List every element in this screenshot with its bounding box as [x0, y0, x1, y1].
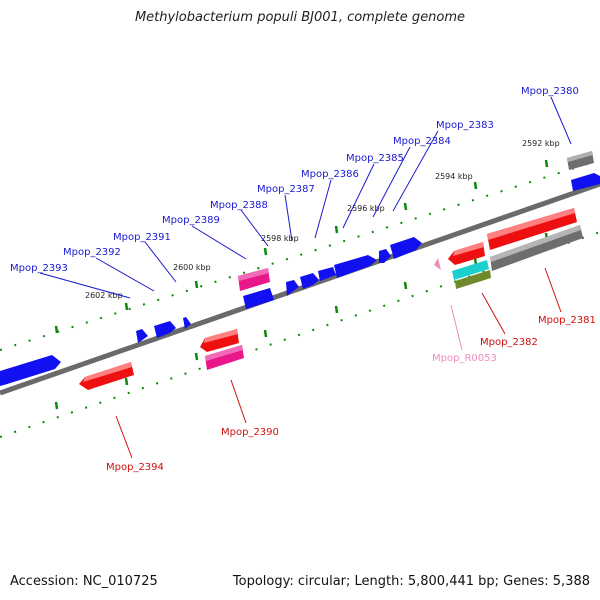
gene-label-mpop-2386[interactable]: Mpop_2386 [301, 169, 359, 180]
gene-label-mpop-2390[interactable]: Mpop_2390 [221, 427, 279, 438]
gene-label-mpop-2394[interactable]: Mpop_2394 [106, 462, 164, 473]
feature-mpop-2382-shade [453, 242, 484, 256]
major-ticks [54, 159, 549, 410]
feature-mpop-2390-shade [205, 345, 243, 361]
feature-mpop-2388-pink-shade [238, 268, 269, 281]
feature-mpop-2392[interactable] [154, 321, 176, 338]
gene-label-mpop-2389[interactable]: Mpop_2389 [162, 215, 220, 226]
gene-label-mpop-2393[interactable]: Mpop_2393 [10, 263, 68, 274]
feature-mpop-2381-shade [490, 225, 581, 262]
forward-features [0, 151, 600, 386]
feature-mpop-2385[interactable] [334, 255, 377, 278]
feature-blue-topright[interactable] [571, 173, 600, 191]
gene-label-mpop-2388[interactable]: Mpop_2388 [210, 200, 268, 211]
gene-label-mpop-r0053[interactable]: Mpop_R0053 [432, 353, 497, 364]
genome-backbone [0, 181, 600, 396]
kbp-label-2600: 2600 kbp [173, 263, 211, 272]
feature-mpop-2392b[interactable] [136, 329, 148, 343]
feature-mpop-2390-red-shade [204, 329, 238, 343]
gene-label-mpop-2380[interactable]: Mpop_2380 [521, 86, 579, 97]
accession-text: Accession: NC_010725 [10, 574, 158, 589]
reverse-features [79, 208, 583, 390]
kbp-label-2594: 2594 kbp [435, 172, 473, 181]
feature-mpop-2383[interactable] [390, 237, 422, 259]
genome-summary-text: Topology: circular; Length: 5,800,441 bp… [232, 574, 590, 589]
gene-labels: Mpop_2380 Mpop_2383 Mpop_2384 Mpop_2385 … [10, 86, 596, 473]
kbp-label-2596: 2596 kbp [347, 204, 385, 213]
gene-label-mpop-2383[interactable]: Mpop_2383 [436, 120, 494, 131]
feature-mpop-2386[interactable] [318, 267, 336, 281]
reverse-leader-lines [115, 267, 562, 459]
kbp-label-2592: 2592 kbp [522, 139, 560, 148]
feature-mpop-2384[interactable] [379, 249, 391, 263]
kbp-label-2602: 2602 kbp [85, 291, 123, 300]
feature-mpop-2391[interactable] [183, 317, 191, 329]
feature-mpop-2394-shade [83, 362, 132, 382]
feature-mpop-2381-red-shade [487, 208, 575, 240]
gene-label-mpop-2392[interactable]: Mpop_2392 [63, 247, 121, 258]
forward-leader-lines [39, 96, 572, 299]
gene-label-mpop-2385[interactable]: Mpop_2385 [346, 153, 404, 164]
feature-olive[interactable] [455, 270, 491, 289]
gene-label-mpop-2391[interactable]: Mpop_2391 [113, 232, 171, 243]
gene-label-mpop-2382[interactable]: Mpop_2382 [480, 337, 538, 348]
gene-label-mpop-2384[interactable]: Mpop_2384 [393, 136, 451, 147]
feature-mpop-2388[interactable] [286, 280, 299, 296]
inner-scale-ring [0, 231, 600, 438]
feature-mpop-r0053[interactable] [434, 258, 441, 270]
feature-mpop-2387[interactable] [300, 273, 319, 289]
feature-mpop-2380-shade [567, 151, 593, 162]
gene-label-mpop-2387[interactable]: Mpop_2387 [257, 184, 315, 195]
kbp-label-2598: 2598 kbp [261, 234, 299, 243]
feature-cyan[interactable] [452, 260, 489, 280]
gene-label-mpop-2381[interactable]: Mpop_2381 [538, 315, 596, 326]
feature-mpop-2393[interactable] [0, 355, 61, 386]
map-title: Methylobacterium populi BJ001, complete … [134, 10, 466, 25]
feature-mpop-2389[interactable] [243, 288, 274, 309]
